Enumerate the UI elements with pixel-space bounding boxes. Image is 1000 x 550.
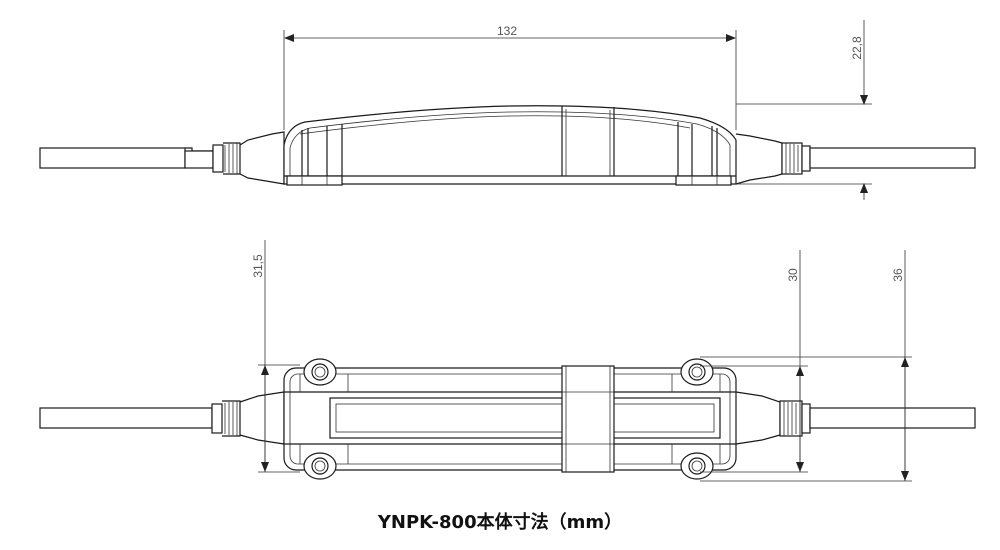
dimension-width-body: 31,5	[251, 240, 300, 473]
mounting-hole-top-right	[680, 358, 714, 386]
dimension-width-body-label: 31,5	[251, 254, 265, 278]
dimension-width-outer: 36	[700, 250, 912, 482]
mounting-hole-top-left	[303, 358, 337, 386]
drawing-caption: YNPK-800本体寸法（mm）	[377, 512, 623, 533]
dimension-height-label: 22,8	[850, 36, 864, 60]
dimension-width-inner: 30	[700, 250, 808, 473]
side-body	[283, 105, 737, 186]
side-left-cable	[39, 131, 285, 185]
dimension-width-outer-label: 36	[891, 268, 905, 282]
dimension-length-label: 132	[497, 24, 517, 38]
top-right-cable	[735, 391, 976, 445]
top-view: 31,5 30 36	[39, 240, 976, 482]
top-left-cable	[39, 391, 285, 445]
top-body	[283, 358, 737, 480]
dimension-length: 132	[283, 24, 737, 130]
mounting-hole-bottom-left	[303, 452, 337, 480]
side-right-cable	[735, 133, 976, 185]
mounting-hole-bottom-right	[680, 452, 714, 480]
dimension-width-inner-label: 30	[786, 268, 800, 282]
side-view: 132 22,8	[39, 20, 976, 200]
dimension-height: 22,8	[736, 20, 872, 200]
